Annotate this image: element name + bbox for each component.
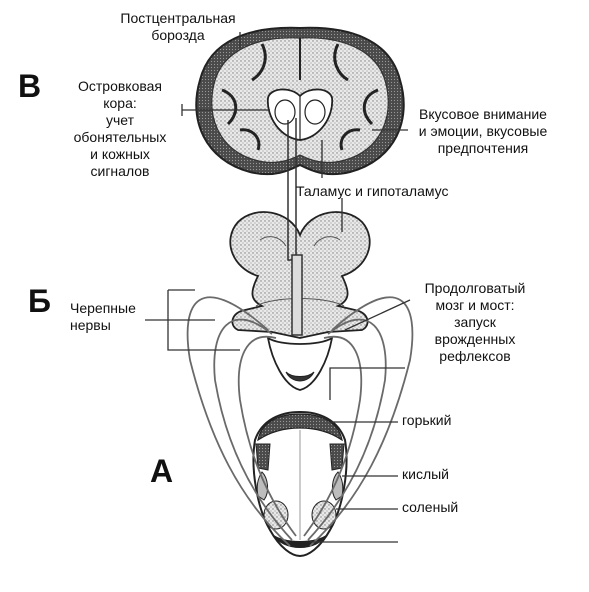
- label-cranial-nerves: Черепные нервы: [70, 300, 136, 333]
- label-postcentral-sulcus: Постцентральная борозда: [120, 10, 236, 43]
- tongue: [252, 410, 348, 558]
- label-sour: кислый: [402, 466, 449, 482]
- section-letter-a: А: [150, 453, 174, 489]
- section-letter-v: В: [18, 68, 42, 104]
- brainstem: [229, 211, 371, 391]
- label-bitter: горький: [402, 412, 452, 428]
- leader-lines: [145, 32, 411, 543]
- brain-coronal-section: [195, 26, 405, 176]
- label-thalamus: Таламус и гипоталамус: [296, 183, 449, 199]
- label-insular-cortex: Островковая кора: учет обонятельных и ко…: [73, 78, 167, 179]
- ascending-pathway: [287, 118, 303, 336]
- label-taste-attention: Вкусовое внимание и эмоции, вкусовые пре…: [418, 106, 548, 156]
- section-letter-b: Б: [28, 283, 51, 319]
- cranial-nerves: [186, 296, 414, 547]
- label-salty: соленый: [402, 499, 459, 515]
- label-medulla: Продолговатый мозг и мост: запуск врожде…: [424, 280, 526, 364]
